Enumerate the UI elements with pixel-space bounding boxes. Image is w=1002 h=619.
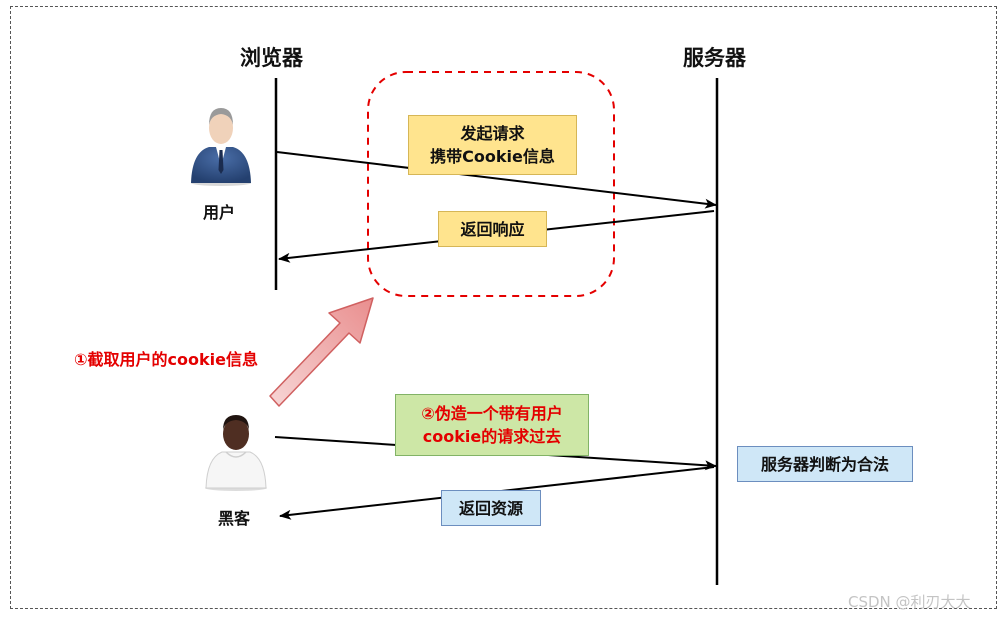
return-resource-box: 返回资源: [441, 490, 541, 526]
browser-lane-title: 浏览器: [240, 46, 303, 70]
server-judge-label: 服务器判断为合法: [760, 454, 889, 474]
return-resource-label: 返回资源: [458, 498, 523, 518]
return-response-box: 返回响应: [438, 211, 547, 247]
forge-request-line-1: ②伪造一个带有用户: [421, 404, 563, 423]
server-lane-title: 服务器: [683, 46, 746, 70]
watermark: CSDN @利刃大大: [848, 593, 971, 611]
hacker-label: 黑客: [218, 509, 251, 528]
user-label: 用户: [203, 203, 236, 222]
highlight-region: [367, 71, 615, 297]
forge-request-box: ②伪造一个带有用户 cookie的请求过去: [395, 394, 589, 456]
send-request-box: 发起请求 携带Cookie信息: [408, 115, 577, 175]
businessman-icon: [191, 108, 251, 186]
diagram-frame: [10, 6, 997, 609]
forge-request-line-2: cookie的请求过去: [422, 427, 562, 446]
steal-cookie-step: ①截取用户的cookie信息: [74, 350, 258, 369]
server-judge-box: 服务器判断为合法: [737, 446, 913, 482]
send-request-line-2: 携带Cookie信息: [430, 147, 555, 166]
thick-arrow: [269, 297, 374, 407]
person-icon: [205, 415, 267, 491]
request-arrow: [276, 151, 717, 209]
send-request-line-1: 发起请求: [460, 124, 525, 143]
return-response-label: 返回响应: [460, 219, 525, 239]
